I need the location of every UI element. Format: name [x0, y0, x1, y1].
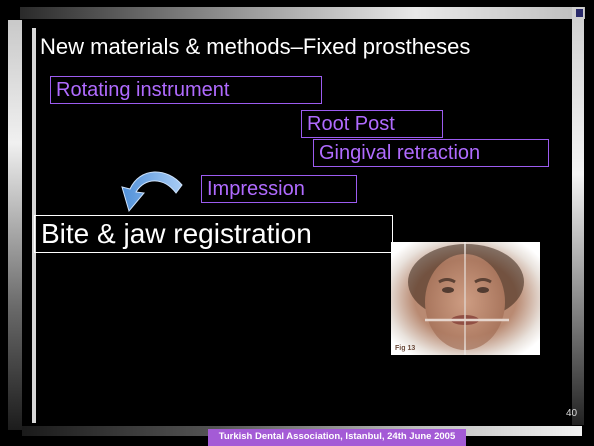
item-gingival-retraction: Gingival retraction: [313, 139, 549, 167]
highlight-bite-registration: Bite & jaw registration: [34, 215, 393, 253]
footer-text: Turkish Dental Association, Istanbul, 24…: [218, 431, 456, 442]
frame-corner: [576, 9, 583, 17]
page-number: 40: [566, 408, 578, 419]
item-root-post: Root Post: [301, 110, 443, 138]
frame-left-bar: [8, 20, 22, 430]
frame-top-bar: [20, 7, 585, 19]
face-photo: Fig 13: [391, 242, 540, 355]
curved-arrow-icon: [121, 171, 183, 213]
item-rotating-instrument: Rotating instrument: [50, 76, 322, 104]
photo-caption: Fig 13: [395, 345, 415, 352]
item-impression: Impression: [201, 175, 357, 203]
footer-banner: Turkish Dental Association, Istanbul, 24…: [208, 429, 466, 446]
slide-title: New materials & methods–Fixed prostheses: [40, 34, 471, 59]
frame-right-bar: [572, 7, 584, 425]
